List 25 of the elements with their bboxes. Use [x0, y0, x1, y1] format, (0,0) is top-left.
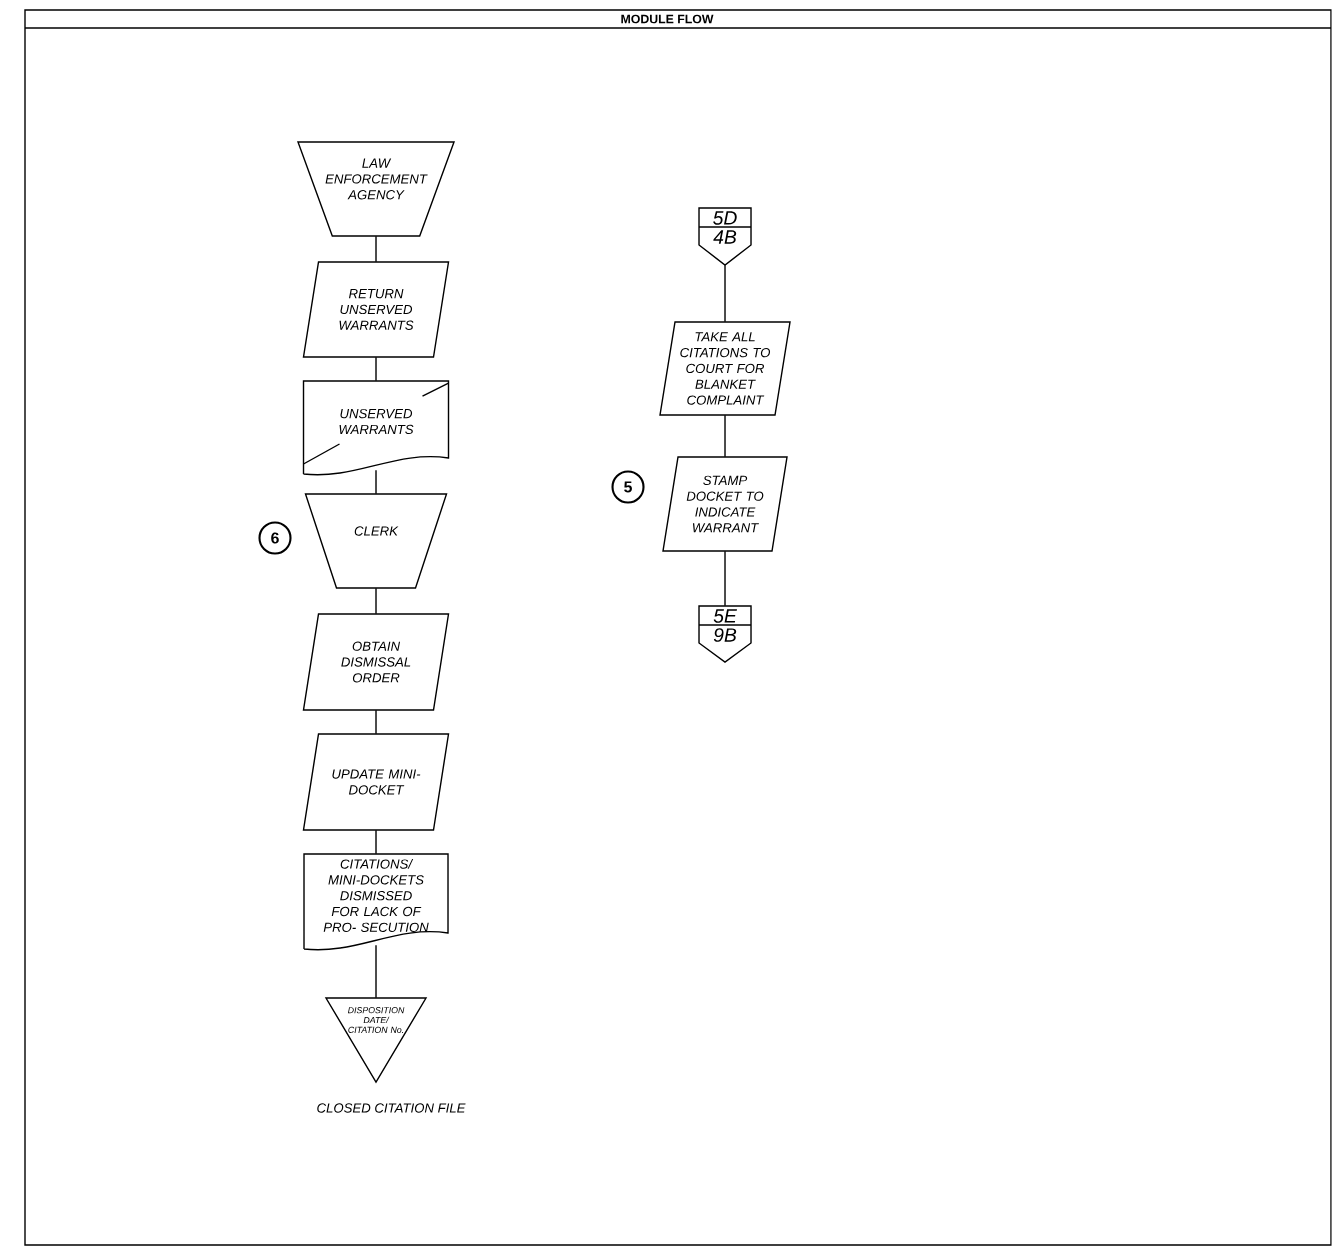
connector-line [375, 829, 377, 855]
connector-line [375, 587, 377, 615]
connector-line [724, 550, 726, 607]
connector-line [375, 709, 377, 735]
connector-line [724, 264, 726, 323]
parallelogram-box: OBTAIN DISMISSAL ORDER [302, 613, 450, 711]
parallelogram-box: STAMP DOCKET TO INDICATE WARRANT [662, 456, 788, 552]
parallelogram-box: TAKE ALL CITATIONS TO COURT FOR BLANKET COMPLAINT [659, 321, 791, 416]
trapezoid-box: LAW ENFORCEMENT AGENCY [297, 141, 455, 237]
parallelogram-box: RETURN UNSERVED WARRANTS [302, 261, 450, 358]
connector-line [375, 356, 377, 382]
document-shape: CITATIONS/ MINI-DOCKETS DISMISSED FOR LACK OF PRO- SECUTION [303, 853, 449, 951]
title: MODULE FLOW [621, 14, 714, 24]
offpage-connector: 5E 9B [698, 605, 752, 663]
connector-line [724, 414, 726, 458]
parallelogram-box: UPDATE MINI- DOCKET [302, 733, 450, 831]
connector-line [375, 469, 377, 495]
trapezoid-box: CLERK [304, 493, 448, 589]
callout-number: 5 [611, 470, 645, 504]
offpage-connector: 5D 4B [698, 207, 752, 266]
connector-line [375, 235, 377, 263]
file-caption: CLOSED CITATION FILE [317, 1103, 466, 1113]
document-shape: UNSERVED WARRANTS [302, 380, 450, 476]
connector-line [375, 944, 377, 999]
callout-number: 6 [258, 521, 292, 555]
